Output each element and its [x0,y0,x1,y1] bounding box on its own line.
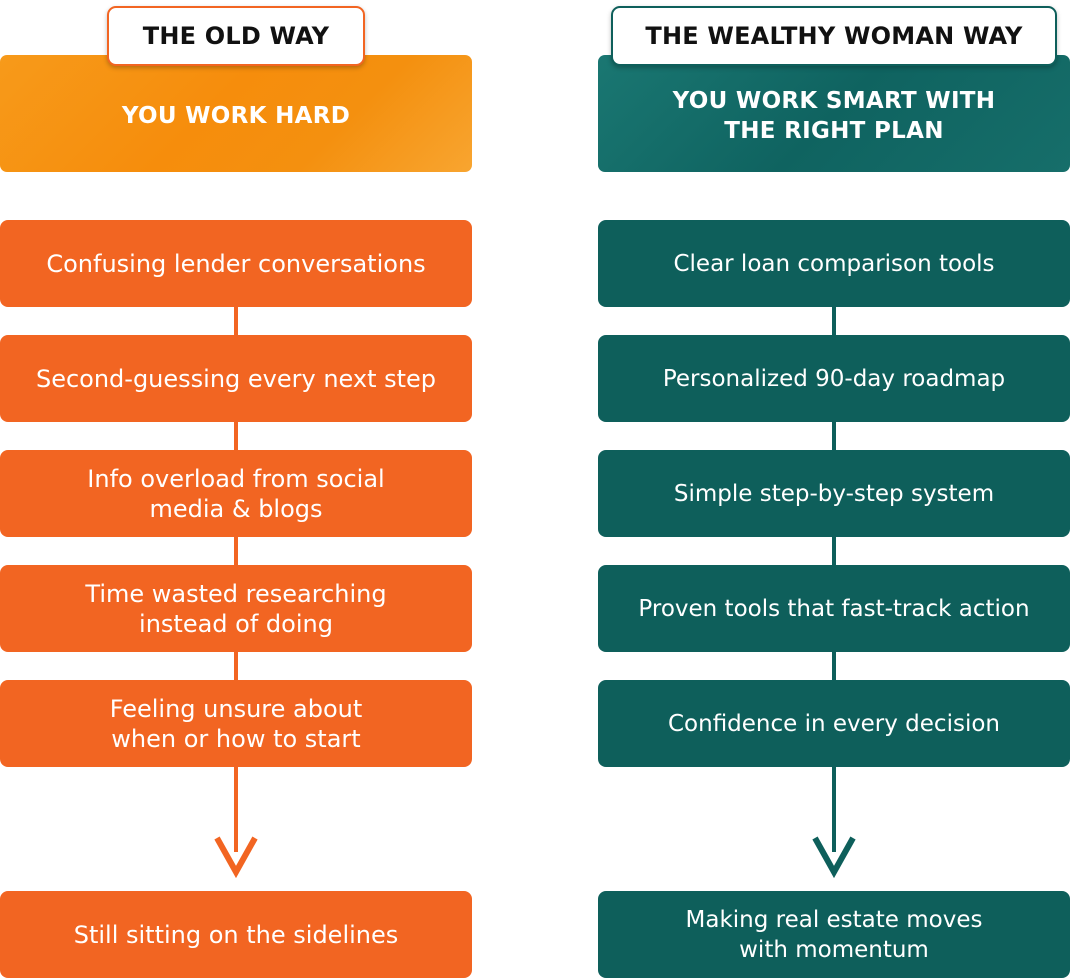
wealthy-way-step: Proven tools that fast-track action [598,565,1070,652]
old-way-step-label: Time wasted researching instead of doing [85,579,387,638]
old-way-column: YOU WORK HARD THE OLD WAY Confusing lend… [0,0,472,978]
wealthy-way-step-label: Clear loan comparison tools [673,250,995,277]
old-way-header-band: YOU WORK HARD [0,55,472,172]
wealthy-way-connector [832,306,836,336]
wealthy-way-arrow-line [832,766,836,852]
wealthy-way-connector [832,421,836,451]
old-way-band-text: YOU WORK HARD [121,102,351,129]
old-way-connector [234,536,238,566]
old-way-outcome-label: Still sitting on the sidelines [73,920,399,949]
wealthy-way-connector [832,536,836,566]
old-way-title-tab: THE OLD WAY [107,6,365,66]
wealthy-woman-way-column: YOU WORK SMART WITH THE RIGHT PLAN THE W… [598,0,1070,978]
old-way-step: Confusing lender conversations [0,220,472,307]
old-way-step-label: Confusing lender conversations [46,249,426,278]
wealthy-way-title-tab: THE WEALTHY WOMAN WAY [611,6,1057,66]
old-way-connector [234,306,238,336]
wealthy-way-outcome: Making real estate moves with momentum [598,891,1070,978]
old-way-step: Second-guessing every next step [0,335,472,422]
old-way-connector [234,421,238,451]
wealthy-way-step-label: Personalized 90-day roadmap [662,365,1006,392]
wealthy-way-step-label: Confidence in every decision [667,710,1000,737]
old-way-arrow-down-icon [214,836,258,878]
wealthy-way-step: Confidence in every decision [598,680,1070,767]
wealthy-way-step: Clear loan comparison tools [598,220,1070,307]
wealthy-way-step-label: Proven tools that fast-track action [638,595,1030,622]
old-way-outcome: Still sitting on the sidelines [0,891,472,978]
old-way-arrow-line [234,766,238,852]
old-way-step-label: Second-guessing every next step [35,364,437,393]
wealthy-way-step: Simple step-by-step system [598,450,1070,537]
old-way-step-label: Feeling unsure about when or how to star… [109,694,363,753]
wealthy-way-outcome-label: Making real estate moves with momentum [685,906,983,963]
old-way-connector [234,651,238,681]
wealthy-way-band-text: YOU WORK SMART WITH THE RIGHT PLAN [672,87,996,144]
old-way-step: Info overload from social media & blogs [0,450,472,537]
wealthy-way-arrow-down-icon [812,836,856,878]
wealthy-way-step-label: Simple step-by-step system [673,480,995,507]
old-way-step-label: Info overload from social media & blogs [87,464,385,523]
old-way-step: Feeling unsure about when or how to star… [0,680,472,767]
wealthy-way-header-band: YOU WORK SMART WITH THE RIGHT PLAN [598,55,1070,172]
wealthy-way-step: Personalized 90-day roadmap [598,335,1070,422]
wealthy-way-connector [832,651,836,681]
old-way-step: Time wasted researching instead of doing [0,565,472,652]
